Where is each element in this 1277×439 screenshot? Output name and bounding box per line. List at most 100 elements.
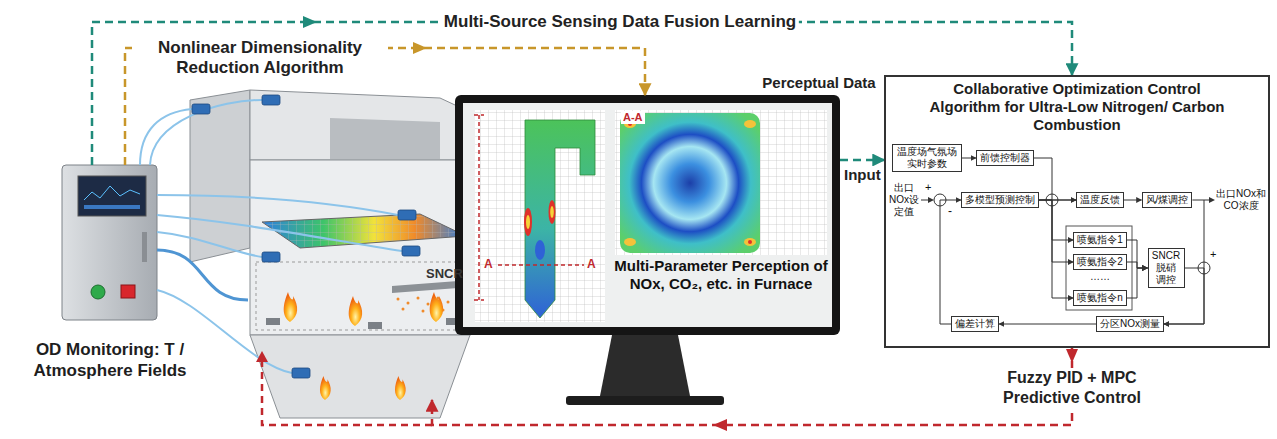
furnace-drawing xyxy=(262,214,466,248)
process-box: 温度场气氛场实时参数 xyxy=(892,144,962,172)
box-label: 温度场气氛场实时参数 xyxy=(896,146,958,170)
edge-label-slot: Perceptual Data xyxy=(759,74,878,92)
arrow-label: Input xyxy=(844,166,881,184)
monitor-drawing xyxy=(455,95,840,405)
sign-label: + xyxy=(925,181,931,193)
furnace-drawing xyxy=(417,297,420,300)
box-label: 偏差计算 xyxy=(955,318,995,330)
furnace-drawing xyxy=(266,318,280,325)
connector xyxy=(1127,268,1148,298)
process-box: 分区NOx测量 xyxy=(1096,316,1164,332)
edge-label-slot: Nonlinear Dimensionality Reduction Algor… xyxy=(132,38,388,78)
monitor-drawing xyxy=(535,240,545,260)
box-label: 多模型预测控制 xyxy=(965,194,1035,206)
label-slot: - xyxy=(948,205,952,217)
furnace-drawing xyxy=(320,376,331,400)
connector-group xyxy=(1039,200,1073,262)
monitor-drawing xyxy=(624,238,636,246)
node-text: OD Monitoring: T / Atmosphere Fields xyxy=(5,339,215,381)
furnace-drawing xyxy=(430,292,443,322)
furnace-drawing xyxy=(266,318,460,329)
monitor-drawing xyxy=(474,115,484,300)
furnace-drawing xyxy=(157,195,398,215)
process-box: 前馈控制器 xyxy=(976,150,1034,166)
monitor-drawing xyxy=(475,110,605,322)
edge-label-slot: Fuzzy PID + MPC Predictive Control xyxy=(969,368,1175,408)
box-label: 温度反馈 xyxy=(1080,194,1120,206)
mid-arrow xyxy=(303,16,317,28)
box-label: 喷氨指令n xyxy=(1077,292,1123,304)
device-drawing xyxy=(91,285,105,299)
furnace-drawing xyxy=(157,215,402,251)
monitor-drawing xyxy=(463,103,832,327)
connector xyxy=(157,250,248,300)
monitor-drawing xyxy=(550,206,554,218)
monitor-drawing xyxy=(615,110,827,255)
label-slot: …… xyxy=(1090,271,1110,283)
furnace-drawing xyxy=(398,210,416,220)
connector xyxy=(1039,200,1073,262)
connector-group xyxy=(1124,200,1142,201)
node-text: SNCR xyxy=(426,266,463,281)
furnace-drawing xyxy=(407,302,410,305)
connector xyxy=(999,324,1096,325)
furnace-drawing xyxy=(402,246,420,256)
box-label: 喷氨指令1 xyxy=(1077,234,1123,246)
furnace-drawing xyxy=(192,95,420,378)
process-box: 喷氨指令1 xyxy=(1073,232,1127,248)
furnace-drawing xyxy=(192,104,210,114)
monitor-drawing xyxy=(455,95,840,335)
monitor-drawing xyxy=(566,396,724,405)
control-diagram-parts xyxy=(1066,226,1132,310)
furnace-drawing xyxy=(140,100,402,373)
device-drawing xyxy=(121,285,135,298)
connector-group xyxy=(962,158,976,159)
control-diagram-parts xyxy=(928,197,934,203)
connector-group xyxy=(940,200,961,324)
furnace-drawing xyxy=(250,90,470,160)
label-slot: A xyxy=(587,257,596,271)
connector-group xyxy=(1039,200,1073,240)
connector-group xyxy=(1127,240,1148,268)
box-label: 喷氨指令2 xyxy=(1077,256,1123,268)
furnace-drawing xyxy=(262,252,280,262)
monitor-drawing xyxy=(524,208,532,236)
furnace-drawing xyxy=(284,292,297,322)
ellipsis-label: …… xyxy=(1090,271,1110,283)
connector-group xyxy=(1039,200,1073,298)
sign-label: - xyxy=(948,205,952,217)
connector-group xyxy=(1127,262,1148,268)
monitor-drawing xyxy=(624,120,756,246)
monitor-drawing xyxy=(748,240,752,244)
furnace-drawing xyxy=(330,118,440,160)
connector-group xyxy=(1034,158,1076,200)
node-text: Collaborative Optimization Control Algor… xyxy=(917,80,1237,134)
box-label: 前馈控制器 xyxy=(980,152,1030,164)
monitor-drawing xyxy=(526,215,530,229)
label-slot: + xyxy=(1210,248,1216,260)
furnace-drawing xyxy=(392,281,458,293)
furnace-drawing xyxy=(250,160,470,335)
connector xyxy=(962,158,976,159)
edge-label: Nonlinear Dimensionality Reduction Algor… xyxy=(135,38,385,78)
box-label: 分区NOx测量 xyxy=(1100,318,1160,330)
monitor-drawing xyxy=(615,110,827,255)
device-drawing xyxy=(142,232,147,262)
monitor-drawing xyxy=(525,120,595,318)
connector-group xyxy=(92,16,1072,165)
furnace-drawing xyxy=(368,322,382,329)
box-label: 风/煤调控 xyxy=(1146,194,1189,206)
label-slot: + xyxy=(925,181,931,193)
furnace-drawing xyxy=(422,310,425,313)
connector xyxy=(1127,262,1148,268)
furnace-drawing xyxy=(140,90,470,425)
mid-arrow xyxy=(1066,349,1078,363)
furnace-drawing xyxy=(262,358,432,425)
monitor-drawing xyxy=(744,120,756,128)
device-drawing xyxy=(62,165,157,320)
connector xyxy=(1124,200,1142,201)
connector xyxy=(940,200,961,324)
furnace-drawing xyxy=(140,109,192,165)
furnace-drawing xyxy=(250,335,470,418)
